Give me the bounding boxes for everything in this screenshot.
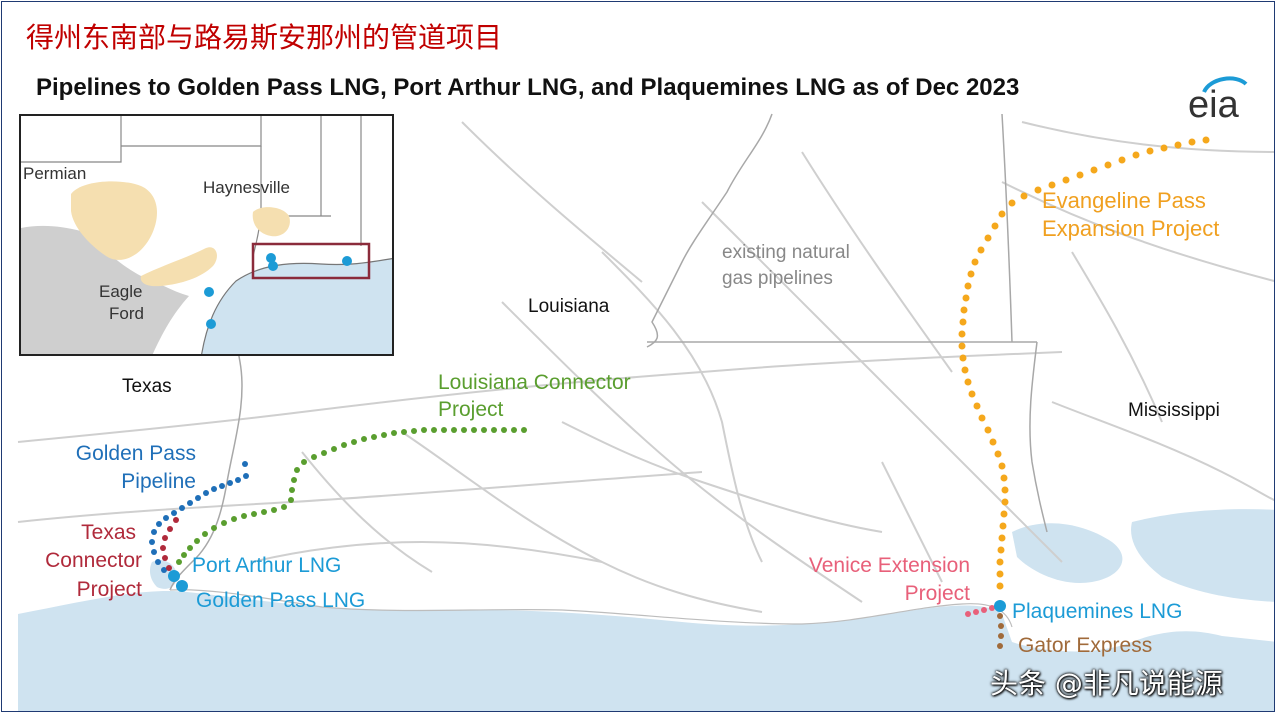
eia-logo: eia	[1188, 84, 1239, 126]
golden-pass-pipeline-dots	[149, 461, 249, 573]
existing-gas-pipelines	[17, 121, 1274, 613]
texas-connector-label-line3: Project	[76, 578, 142, 601]
evangeline-label-line1: Evangeline Pass	[1042, 188, 1206, 213]
texas-connector-label-line1: Texas	[81, 521, 136, 544]
venice-extension-label-line1: Venice Extension	[808, 554, 970, 577]
texas-connector-label-line2: Connector	[45, 549, 142, 572]
louisiana-connector-dots	[176, 427, 527, 565]
venice-extension-label-line2: Project	[904, 582, 970, 605]
evangeline-pass-pipeline-dots	[958, 136, 1210, 590]
mississippi-alabama-border	[1001, 113, 1013, 343]
golden-pass-pipeline-label-line1: Golden Pass	[75, 442, 196, 465]
gator-express-label: Gator Express	[1018, 634, 1153, 657]
existing-pipelines-label-line1: existing natural	[722, 242, 850, 263]
louisiana-connector-label-line2: Project	[438, 398, 504, 421]
delta-water	[931, 618, 998, 662]
plaquemines-lng-label: Plaquemines LNG	[1012, 600, 1183, 623]
lake-pontchartrain-water	[1012, 523, 1123, 583]
louisiana-mississippi-border-north	[646, 113, 773, 348]
eia-logo-arc-icon	[1202, 76, 1248, 94]
inset-map: Permian Haynesville Eagle Ford	[19, 114, 394, 356]
golden-pass-pipeline-label-line2: Pipeline	[121, 470, 196, 493]
gator-express-dots	[997, 613, 1004, 649]
texas-connector-dots	[160, 517, 179, 571]
texas-label: Texas	[122, 376, 172, 397]
evangeline-label-line2: Expansion Project	[1042, 216, 1220, 241]
eagle-ford-shape	[140, 247, 217, 287]
port-arthur-lng-label: Port Arthur LNG	[192, 554, 342, 577]
inset-gulf-water	[201, 258, 392, 354]
eagle-label: Eagle	[99, 282, 143, 301]
haynesville-shape	[252, 207, 290, 237]
permian-label: Permian	[23, 164, 87, 183]
existing-pipelines-label-line2: gas pipelines	[722, 268, 833, 289]
inset-mexico-land	[21, 225, 189, 354]
mississippi-label: Mississippi	[1128, 400, 1220, 421]
pearl-river-border	[1029, 341, 1048, 533]
golden-pass-lng-terminal	[176, 580, 188, 592]
plaquemines-lng-terminal	[994, 600, 1006, 612]
inset-lng-terminals	[204, 253, 352, 329]
venice-extension-dots	[965, 605, 995, 617]
mississippi-sound-water	[1131, 509, 1274, 602]
permian-basin-shape	[71, 181, 157, 260]
haynesville-label: Haynesville	[203, 178, 290, 197]
chinese-title: 得州东南部与路易斯安那州的管道项目	[26, 21, 503, 54]
ford-label: Ford	[109, 304, 144, 323]
port-arthur-lng-terminal	[168, 570, 180, 582]
golden-pass-lng-label: Golden Pass LNG	[196, 589, 366, 612]
watermark: 头条 @非凡说能源	[990, 667, 1223, 700]
louisiana-connector-label-line1: Louisiana Connector	[438, 371, 631, 394]
louisiana-coastline	[169, 589, 1013, 628]
inset-study-area-box	[251, 242, 371, 280]
map-title: Pipelines to Golden Pass LNG, Port Arthu…	[36, 74, 1020, 101]
inset-map-svg	[21, 116, 392, 354]
louisiana-label: Louisiana	[528, 296, 610, 317]
